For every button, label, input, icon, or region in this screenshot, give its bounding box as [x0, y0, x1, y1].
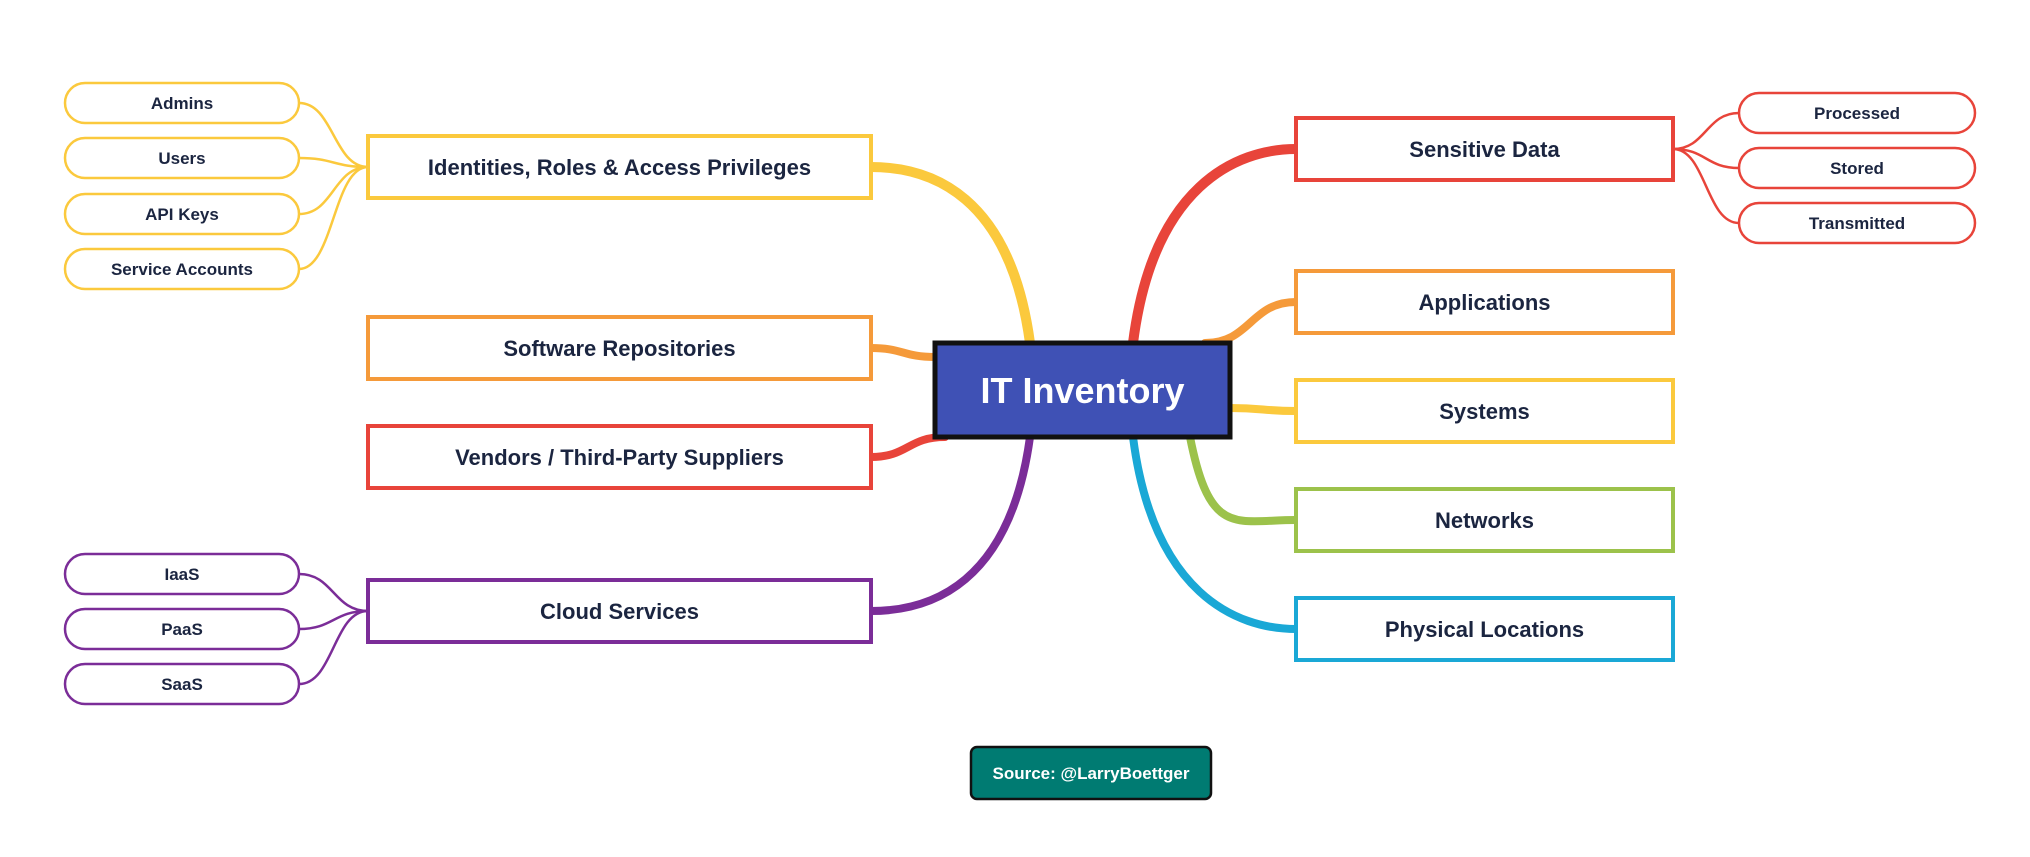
branch-vendors-label: Vendors / Third-Party Suppliers	[455, 445, 784, 470]
child-label: SaaS	[161, 675, 203, 694]
connector-applications	[1201, 298, 1300, 347]
connector-cloud-services	[867, 433, 1034, 615]
connector-networks	[1186, 433, 1300, 526]
child-label: IaaS	[165, 565, 200, 584]
child-pill	[63, 607, 301, 651]
child-label: API Keys	[145, 205, 219, 224]
child-pill	[63, 662, 301, 706]
connector-cloud-services-child	[298, 609, 369, 686]
branch-applications: Applications	[1294, 269, 1675, 335]
child-pill	[63, 81, 301, 125]
connector-sensitive-data-child	[1672, 111, 1740, 151]
branch-vendors-box	[366, 424, 873, 490]
connector-physical-locations	[1129, 433, 1300, 633]
child-pill	[63, 552, 301, 596]
branch-software-repositories-label: Software Repositories	[503, 336, 735, 361]
branch-networks-label: Networks	[1435, 508, 1534, 533]
branch-identities-label: Identities, Roles & Access Privileges	[428, 155, 811, 180]
connector-sensitive-data-child	[1672, 147, 1740, 225]
child-identities-1: Users	[63, 136, 301, 180]
child-identities-0: Admins	[63, 81, 301, 125]
child-cloud-services-0: IaaS	[63, 552, 301, 596]
branch-cloud-services-box	[366, 578, 873, 644]
branch-physical-locations-box	[1294, 596, 1675, 662]
branch-physical-locations-label: Physical Locations	[1385, 617, 1584, 642]
connector-cloud-services-child	[298, 572, 369, 613]
branch-networks: Networks	[1294, 487, 1675, 553]
branch-vendors: Vendors / Third-Party Suppliers	[366, 424, 873, 490]
child-sensitive-data-0: Processed	[1737, 91, 1977, 135]
nodes: Identities, Roles & Access Privileges Adm…	[63, 81, 1977, 801]
source-badge: Source: @LarryBoettger	[969, 745, 1213, 801]
center-box	[932, 340, 1233, 440]
child-pill	[63, 192, 301, 236]
child-label: Transmitted	[1809, 214, 1905, 233]
branch-cloud-services-label: Cloud Services	[540, 599, 699, 624]
connector-identities-child	[298, 101, 369, 169]
branch-systems: Systems	[1294, 378, 1675, 444]
branch-identities-box	[366, 134, 873, 200]
child-pill	[1737, 201, 1977, 245]
child-cloud-services-2: SaaS	[63, 662, 301, 706]
connector-cloud-services-child	[298, 609, 369, 631]
center-node: IT Inventory	[932, 340, 1233, 440]
branch-identities: Identities, Roles & Access Privileges	[366, 134, 873, 200]
child-sensitive-data-1: Stored	[1737, 146, 1977, 190]
child-sensitive-data-2: Transmitted	[1737, 201, 1977, 245]
branch-networks-box	[1294, 487, 1675, 553]
branch-systems-label: Systems	[1439, 399, 1530, 424]
source-label: Source: @LarryBoettger	[992, 764, 1189, 783]
connector-systems	[1226, 404, 1300, 415]
child-pill	[63, 136, 301, 180]
branch-sensitive-data-box	[1294, 116, 1675, 182]
branch-applications-label: Applications	[1418, 290, 1550, 315]
branch-sensitive-data-label: Sensitive Data	[1409, 137, 1560, 162]
branch-software-repositories: Software Repositories	[366, 315, 873, 381]
child-label: Users	[158, 149, 205, 168]
child-pill	[1737, 146, 1977, 190]
child-label: Admins	[151, 94, 213, 113]
child-cloud-services-1: PaaS	[63, 607, 301, 651]
child-identities-2: API Keys	[63, 192, 301, 236]
connector-vendors	[867, 433, 949, 461]
connector-identities-child	[298, 165, 369, 271]
branch-physical-locations: Physical Locations	[1294, 596, 1675, 662]
connector-identities	[866, 162, 1035, 348]
branch-applications-box	[1294, 269, 1675, 335]
connectors	[298, 101, 1740, 686]
child-pill	[63, 247, 301, 291]
source-box	[969, 745, 1213, 801]
child-label: Stored	[1830, 159, 1884, 178]
branch-cloud-services: Cloud Services	[366, 578, 873, 644]
child-label: Processed	[1814, 104, 1900, 123]
child-label: PaaS	[161, 620, 203, 639]
connector-identities-child	[298, 165, 369, 216]
branch-software-repositories-box	[366, 315, 873, 381]
child-label: Service Accounts	[111, 260, 253, 279]
child-identities-3: Service Accounts	[63, 247, 301, 291]
child-pill	[1737, 91, 1977, 135]
connector-identities-child	[298, 156, 369, 169]
connector-sensitive-data	[1128, 144, 1301, 348]
center-title: IT Inventory	[980, 370, 1184, 411]
branch-systems-box	[1294, 378, 1675, 444]
branch-sensitive-data: Sensitive Data	[1294, 116, 1675, 182]
connector-sensitive-data-child	[1672, 147, 1740, 170]
connector-software-repositories	[867, 344, 939, 361]
